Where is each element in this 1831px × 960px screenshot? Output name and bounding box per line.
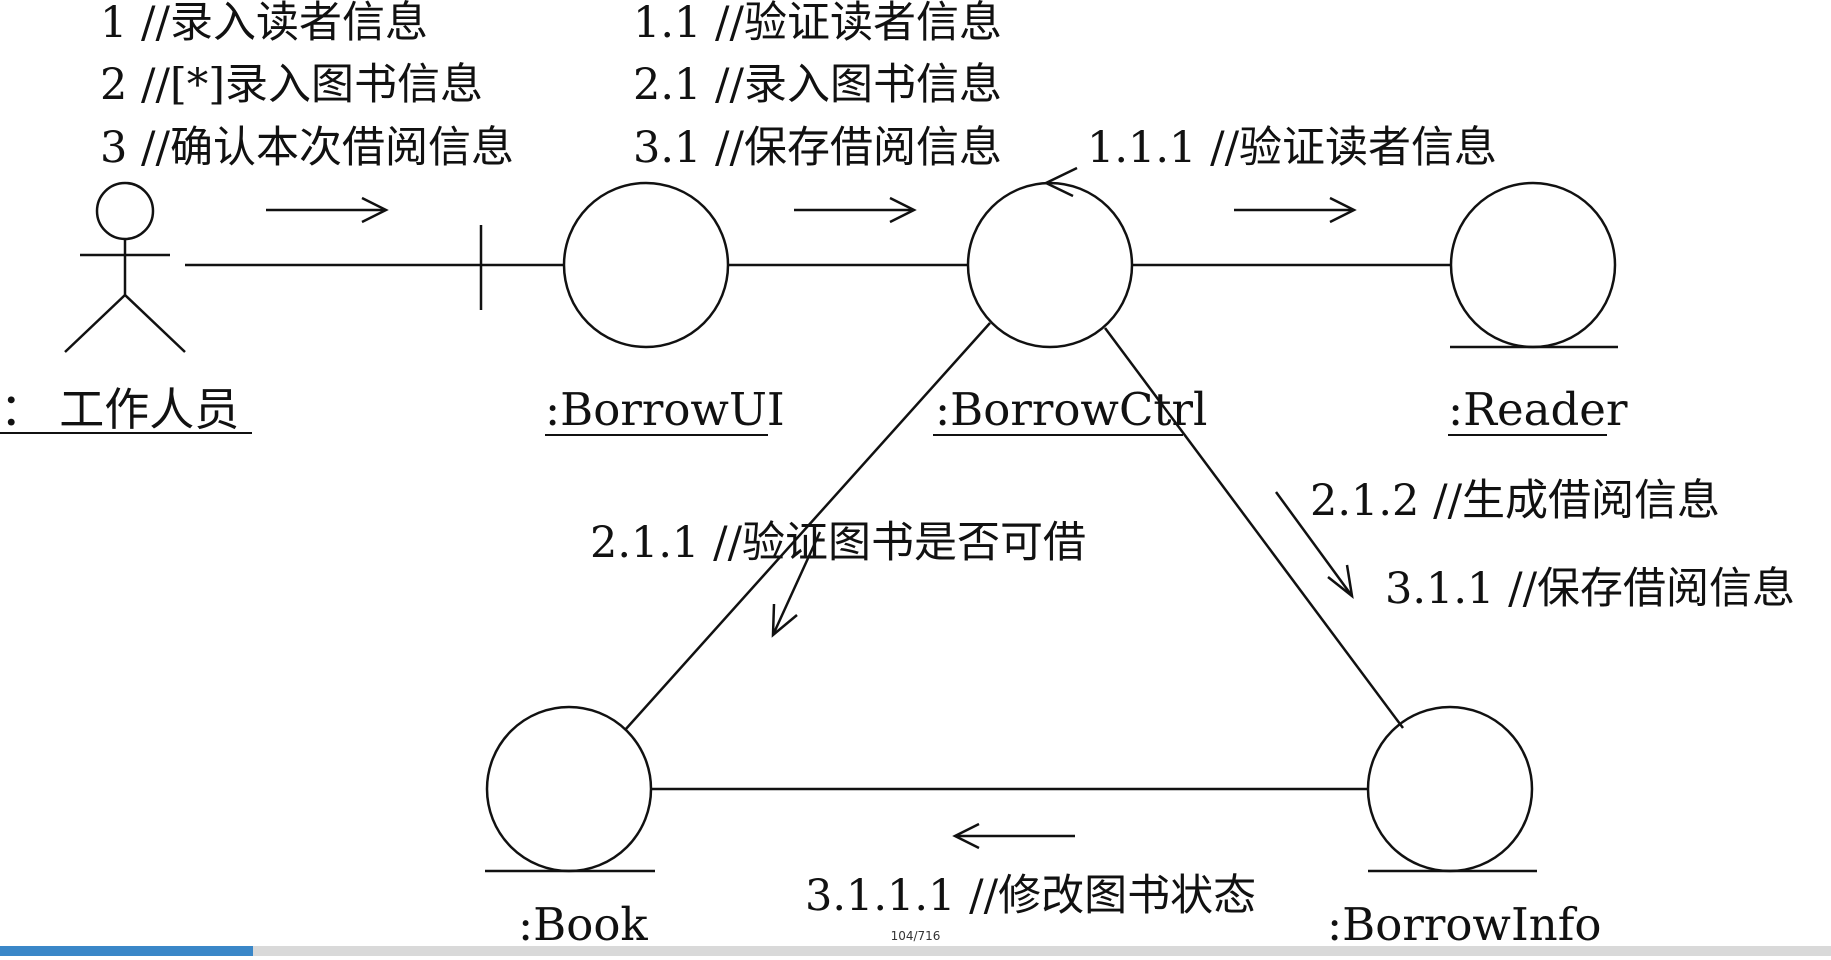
link-lines bbox=[185, 263, 1450, 791]
arrow-info-to-book bbox=[952, 822, 1075, 850]
message-1: 1 //录入读者信息 bbox=[100, 0, 428, 48]
borrow-ui-label: :BorrowUI bbox=[545, 383, 785, 436]
borrow-info-label: :BorrowInfo bbox=[1327, 898, 1601, 951]
arrow-ctrl-to-info bbox=[1274, 491, 1354, 599]
message-3-1-1: 3.1.1 //保存借阅信息 bbox=[1385, 564, 1795, 614]
messages-ui-to-ctrl: 1.1 //验证读者信息 2.1 //录入图书信息 3.1 //保存借阅信息 bbox=[633, 0, 1002, 173]
message-2-1-2: 2.1.2 //生成借阅信息 bbox=[1310, 476, 1720, 526]
arrow-ctrl-to-book bbox=[771, 531, 822, 638]
message-3-1-1-1: 3.1.1.1 //修改图书状态 bbox=[805, 871, 1256, 921]
arrow-ctrl-to-reader bbox=[1234, 196, 1357, 224]
message-2-1: 2.1 //录入图书信息 bbox=[633, 60, 1002, 110]
borrow-ctrl-label: :BorrowCtrl bbox=[935, 383, 1207, 436]
arrow-ui-to-ctrl bbox=[794, 196, 917, 224]
arrow-actor-to-ui bbox=[266, 196, 389, 224]
actor-name: ： 工作人员 bbox=[0, 383, 239, 436]
borrow-info-entity bbox=[1366, 705, 1537, 873]
page-indicator: 104/716 bbox=[890, 929, 941, 943]
message-arrows bbox=[266, 196, 1357, 850]
message-2-1-1: 2.1.1 //验证图书是否可借 bbox=[590, 518, 1086, 568]
borrow-ctrl-control bbox=[966, 166, 1134, 349]
link-ctrl-info bbox=[1103, 327, 1405, 729]
reading-progress-bar[interactable] bbox=[0, 946, 1831, 956]
messages-actor-to-ui: 1 //录入读者信息 2 //[*]录入图书信息 3 //确认本次借阅信息 bbox=[100, 0, 514, 173]
message-1-1-1: 1.1.1 //验证读者信息 bbox=[1087, 123, 1497, 173]
book-label: :Book bbox=[518, 898, 648, 951]
message-3-1: 3.1 //保存借阅信息 bbox=[633, 123, 1002, 173]
reading-progress-fill bbox=[0, 946, 253, 956]
message-3: 3 //确认本次借阅信息 bbox=[100, 123, 514, 173]
reader-label: :Reader bbox=[1448, 383, 1628, 436]
book-entity bbox=[485, 705, 655, 873]
message-1-1: 1.1 //验证读者信息 bbox=[633, 0, 1002, 48]
link-ctrl-book bbox=[624, 322, 991, 731]
borrow-ui-boundary bbox=[479, 181, 730, 349]
reader-entity bbox=[1449, 181, 1618, 349]
message-2: 2 //[*]录入图书信息 bbox=[100, 60, 483, 110]
actor-figure bbox=[64, 181, 186, 353]
